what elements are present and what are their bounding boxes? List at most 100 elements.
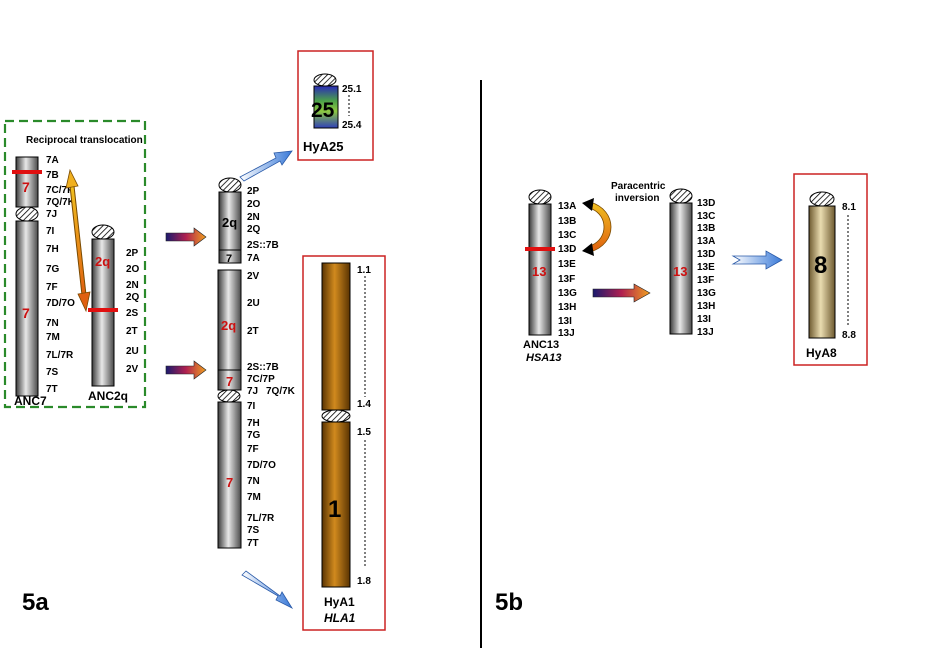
- hya1-species-label: HLA1: [324, 611, 356, 625]
- translocation-box: [3, 119, 147, 409]
- hya8-number: 8: [814, 252, 827, 279]
- translocation-title: Reciprocal translocation: [26, 135, 143, 146]
- hya8-box: [793, 173, 868, 366]
- anc7-chromosome: 7 7: [12, 156, 42, 397]
- anc2q-number: 2q: [95, 254, 110, 269]
- anc2q-chromosome: 2q: [88, 224, 118, 387]
- arrow-to-small-derivative: [165, 227, 207, 247]
- hya25-band-top: 25.1: [342, 84, 362, 95]
- band-2S-7B: 2S::7B: [247, 362, 279, 373]
- hya1-box: [302, 255, 386, 631]
- band-2V: 2V: [247, 271, 260, 282]
- band-2U: 2U: [247, 298, 260, 309]
- band-7T: 7T: [247, 538, 259, 549]
- hya1-band-1-1: 1.1: [357, 265, 371, 276]
- band-13C: 13C: [697, 211, 715, 222]
- band-2N: 2N: [126, 280, 139, 291]
- band-2V: 2V: [126, 364, 139, 375]
- band-7C-7P: 7C/7P: [247, 374, 275, 385]
- panel-label-5a: 5a: [22, 589, 49, 616]
- band-7D-7O: 7D/7O: [46, 298, 75, 309]
- band-13A: 13A: [558, 201, 576, 212]
- band-2N: 2N: [247, 212, 260, 223]
- band-7L-7R: 7L/7R: [46, 350, 74, 361]
- band-7T: 7T: [46, 384, 58, 395]
- derived-large-chromosome: 2q 7 7: [217, 269, 242, 549]
- translocation-double-arrow: [65, 168, 91, 313]
- derived-small-number-top: 2q: [222, 215, 237, 230]
- band-7A: 7A: [247, 253, 260, 264]
- anc13-chromosome: 13: [525, 189, 555, 336]
- band-7G: 7G: [247, 430, 261, 441]
- band-7F: 7F: [46, 282, 58, 293]
- anc7-name: ANC7: [14, 394, 47, 408]
- band-7Q-7K: 7Q/7K: [46, 197, 76, 208]
- derived-large-number-top: 2q: [221, 318, 236, 333]
- band-7I: 7I: [46, 226, 55, 237]
- band-7L-7R: 7L/7R: [247, 513, 275, 524]
- hya1-number: 1: [328, 496, 341, 523]
- band-13D: 13D: [697, 198, 715, 209]
- hya25-band-bottom: 25.4: [342, 120, 362, 131]
- band-13B: 13B: [558, 216, 576, 227]
- band-7C-7P: 7C/7P: [46, 185, 74, 196]
- band-7N: 7N: [46, 318, 59, 329]
- band-13G: 13G: [697, 288, 716, 299]
- anc13-bands: 13A 13B 13C 13D 13E 13F 13G 13H 13I 13J: [558, 201, 577, 339]
- panel-label-5b: 5b: [495, 589, 523, 616]
- derived13-chromosome: 13: [669, 188, 693, 335]
- hya8-chromosome: 8: [808, 191, 849, 339]
- band-13H: 13H: [697, 301, 715, 312]
- band-7S: 7S: [46, 367, 59, 378]
- hya25-number: 25: [311, 99, 335, 122]
- arrow-to-hya25: [239, 150, 293, 182]
- band-13F: 13F: [558, 274, 575, 285]
- band-13I: 13I: [558, 316, 572, 327]
- band-7J: 7J: [247, 386, 258, 397]
- band-2P: 2P: [126, 248, 139, 259]
- band-13B: 13B: [697, 223, 715, 234]
- band-7A: 7A: [46, 155, 59, 166]
- inversion-label-line2: inversion: [615, 193, 659, 204]
- band-7Q-7K: 7Q/7K: [266, 386, 296, 397]
- hya8-band-top: 8.1: [842, 202, 856, 213]
- hya1-band-1-5: 1.5: [357, 427, 371, 438]
- derived-large-bands: 2V 2U 2T 2S::7B 7C/7P 7J 7Q/7K 7I 7H 7G …: [247, 271, 296, 549]
- arrow-inversion-result: [592, 283, 651, 303]
- derived-small-chromosome: 2q 7: [218, 177, 242, 265]
- band-2O: 2O: [247, 199, 261, 210]
- derived-small-bands: 2P 2O 2N 2Q 2S::7B 7A: [247, 186, 279, 264]
- band-13J: 13J: [558, 328, 575, 339]
- band-7J: 7J: [46, 209, 57, 220]
- band-13F: 13F: [697, 275, 714, 286]
- band-7F: 7F: [247, 444, 259, 455]
- anc2q-bands: 2P 2O 2N 2Q 2S 2T 2U 2V: [126, 248, 140, 375]
- band-7G: 7G: [46, 264, 60, 275]
- band-2T: 2T: [126, 326, 138, 337]
- band-7M: 7M: [247, 492, 261, 503]
- anc7-number-top: 7: [22, 179, 30, 195]
- hya8-name: HyA8: [806, 346, 837, 360]
- anc13-name: ANC13: [523, 339, 559, 351]
- band-13A: 13A: [697, 236, 715, 247]
- hya1-name: HyA1: [324, 595, 355, 609]
- anc13-number: 13: [532, 264, 546, 279]
- anc2q-name: ANC2q: [88, 389, 128, 403]
- band-7B: 7B: [46, 170, 59, 181]
- band-7H: 7H: [247, 418, 260, 429]
- hya1-band-1-4: 1.4: [357, 399, 371, 410]
- band-13H: 13H: [558, 302, 576, 313]
- hya25-box: [297, 50, 374, 161]
- band-2S-7B: 2S::7B: [247, 240, 279, 251]
- band-2O: 2O: [126, 264, 140, 275]
- band-13C: 13C: [558, 230, 576, 241]
- band-13D: 13D: [558, 244, 576, 255]
- band-7S: 7S: [247, 525, 260, 536]
- hya25-chromosome: 25: [311, 73, 350, 129]
- derived-small-number-bottom: 7: [226, 253, 232, 265]
- arrow-to-large-derivative: [165, 360, 207, 380]
- band-7H: 7H: [46, 244, 59, 255]
- arrow-to-hya8: [731, 250, 783, 270]
- band-2Q: 2Q: [247, 224, 261, 235]
